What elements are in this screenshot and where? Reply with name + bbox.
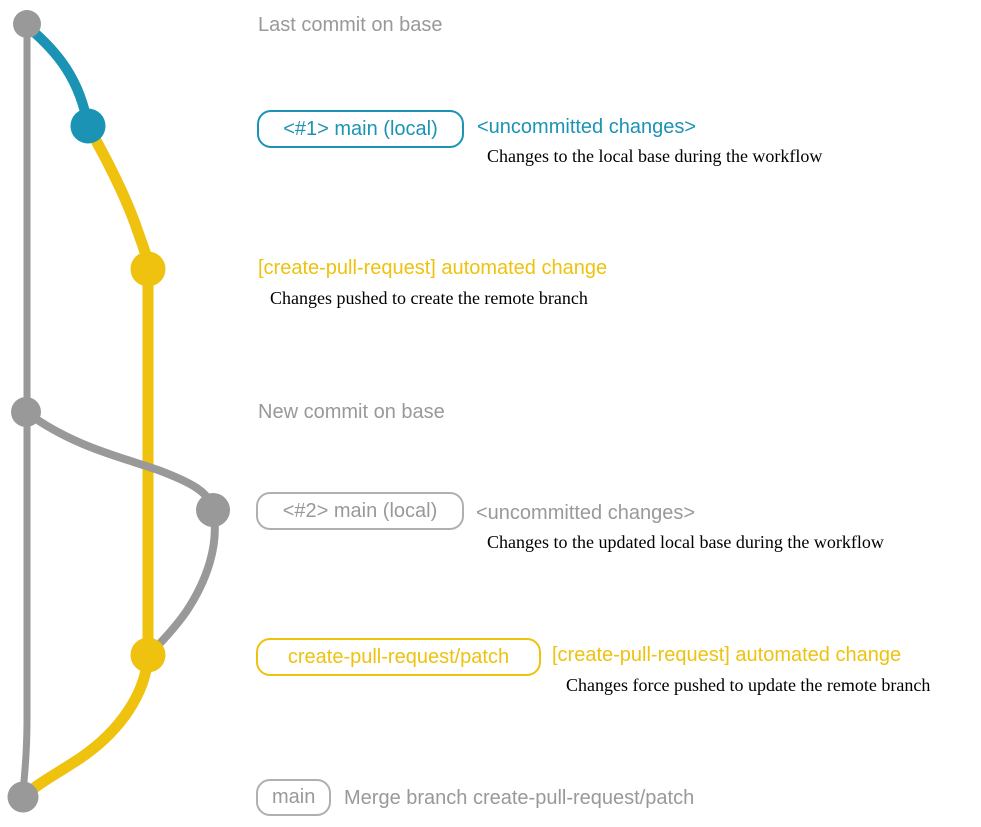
merge-branch-curve — [19, 649, 154, 802]
commit-node-merge — [7, 781, 39, 813]
commit-node-pr-1 — [130, 251, 166, 287]
pr-branch-curve-top — [82, 120, 154, 276]
new-commit-label: New commit on base — [258, 401, 445, 423]
rebase-branch-curve-out — [22, 408, 217, 514]
rebase-branch-curve-in — [146, 506, 219, 658]
commit-node-local-1 — [70, 108, 106, 144]
branch-badge-main-local-1: <#1> main (local) — [257, 110, 464, 148]
commit-node-pr-2 — [130, 637, 166, 673]
last-commit-label: Last commit on base — [258, 14, 443, 36]
branch-badge-create-pull-request-patch: create-pull-request/patch — [256, 638, 541, 676]
branch-badge-main: main — [256, 779, 332, 816]
git-graph — [7, 10, 230, 813]
commit-node-local-2 — [196, 493, 230, 527]
merge-commit-message: Merge branch create-pull-request/patch — [344, 787, 695, 809]
commit-message-pr-2: [create-pull-request] automated change — [552, 644, 902, 666]
description-local-2: Changes to the updated local base during… — [487, 532, 884, 552]
commit-node-last-base — [13, 10, 41, 38]
status-uncommitted-2: <uncommitted changes> — [476, 502, 696, 524]
commit-node-new-base — [11, 397, 41, 427]
commit-message-pr-1: [create-pull-request] automated change — [258, 257, 608, 279]
branch-badge-main-local-2: <#2> main (local) — [256, 492, 464, 530]
status-uncommitted-1: <uncommitted changes> — [477, 116, 697, 138]
description-local-1: Changes to the local base during the wor… — [487, 146, 823, 166]
description-pr-1: Changes pushed to create the remote bran… — [270, 288, 588, 308]
description-pr-2: Changes force pushed to update the remot… — [566, 675, 931, 695]
